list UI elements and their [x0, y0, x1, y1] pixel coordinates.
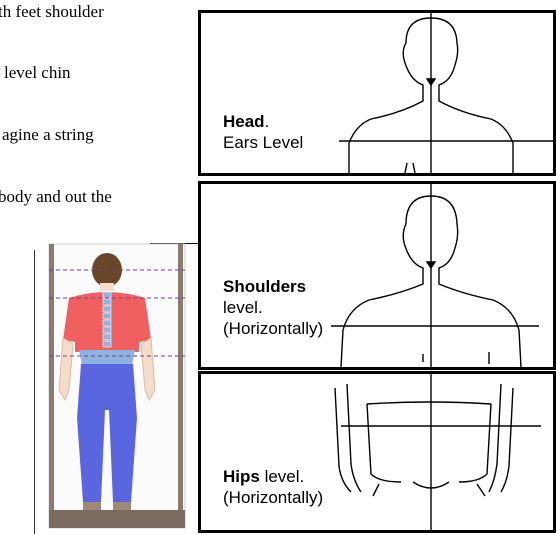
panel-head-title: Head — [223, 112, 265, 131]
panel-head-label: Head. Ears Level — [223, 111, 303, 153]
body-text-line-4: body and out the — [0, 187, 112, 207]
body-text-line-2: level chin — [4, 63, 71, 83]
panel-shoulders-title: Shoulders — [223, 277, 306, 296]
posture-figure — [35, 240, 198, 530]
posture-figure-illustration — [35, 240, 198, 530]
panel-hips-title: Hips — [223, 467, 260, 486]
panel-hips-label: Hips level. (Horizontally) — [223, 466, 323, 508]
panel-hips-subtitle: (Horizontally) — [223, 488, 323, 507]
panel-shoulders-subtitle-2: (Horizontally) — [223, 319, 323, 338]
body-text-line-3: agine a string — [2, 125, 94, 145]
panel-shoulders-subtitle-1: level. — [223, 298, 263, 317]
panel-head-subtitle: Ears Level — [223, 133, 303, 152]
panel-head-title-suffix: . — [265, 112, 270, 131]
panel-hips: Hips level. (Horizontally) — [198, 371, 556, 533]
posture-panels: Head. Ears Level Shoulders level. (Horiz… — [198, 0, 556, 534]
panel-head: Head. Ears Level — [198, 10, 556, 176]
panel-shoulders-label: Shoulders level. (Horizontally) — [223, 276, 323, 339]
panel-hips-title-suffix: level. — [260, 467, 304, 486]
panel-shoulders: Shoulders level. (Horizontally) — [198, 181, 556, 370]
body-text-line-1: th feet shoulder — [0, 2, 104, 22]
